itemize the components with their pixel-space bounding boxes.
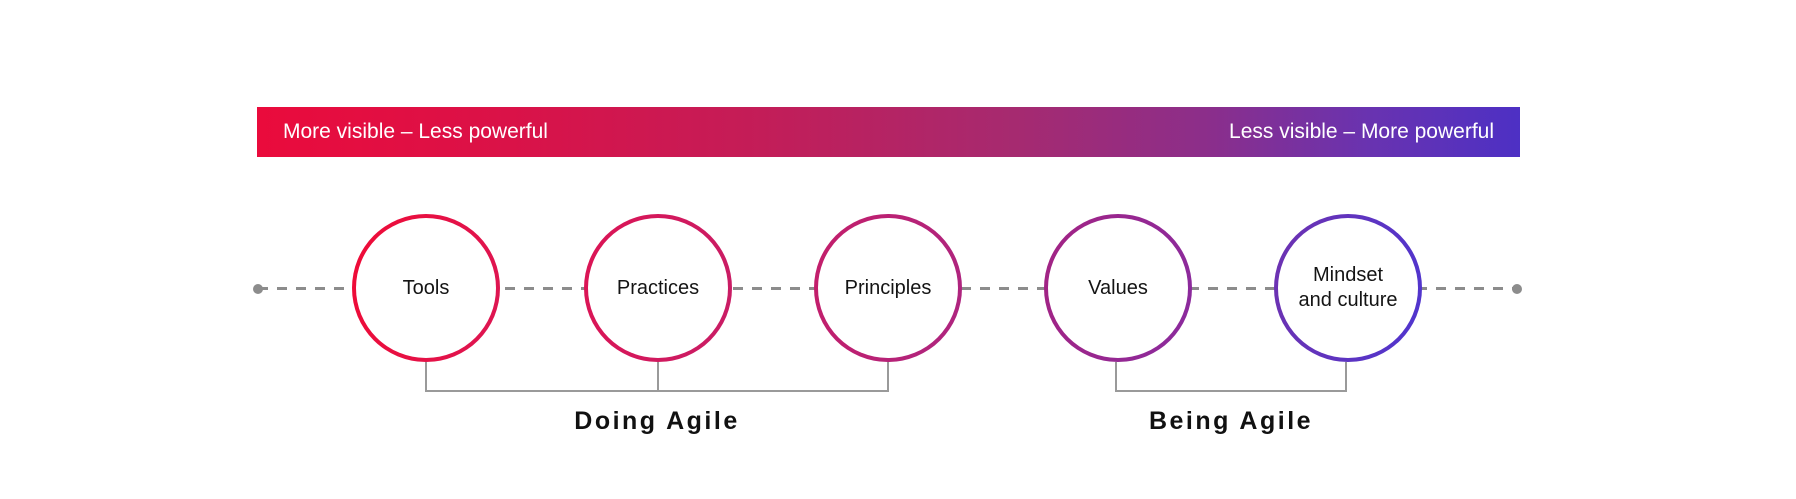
circle-principles-face: Principles [818, 218, 958, 358]
banner-left-label: More visible – Less powerful [283, 120, 548, 143]
axis-left-endpoint-dot [253, 284, 263, 294]
circle-values-face: Values [1048, 218, 1188, 358]
banner-right-label: Less visible – More powerful [1229, 120, 1494, 143]
circle-principles-label: Principles [844, 276, 932, 299]
doing-agile-label: Doing Agile [574, 407, 740, 435]
circle-tools-face: Tools [356, 218, 496, 358]
being-agile-bracket [1115, 362, 1347, 392]
circle-values: Values [1044, 214, 1192, 362]
circle-mindset-and-culture: Mindset and culture [1274, 214, 1422, 362]
circle-values-label: Values [1088, 276, 1148, 299]
gradient-banner: More visible – Less powerful Less visibl… [257, 107, 1520, 157]
being-agile-label: Being Agile [1148, 407, 1314, 435]
circle-tools: Tools [352, 214, 500, 362]
circle-tools-label: Tools [402, 276, 450, 299]
circle-practices-face: Practices [588, 218, 728, 358]
circle-practices-label: Practices [616, 276, 700, 299]
doing-agile-bracket-middle-stub [657, 362, 659, 392]
axis-right-endpoint-dot [1512, 284, 1522, 294]
circle-principles: Principles [814, 214, 962, 362]
circle-mindset-and-culture-label: Mindset and culture [1298, 264, 1398, 311]
circle-mindset-and-culture-face: Mindset and culture [1278, 218, 1418, 358]
circle-practices: Practices [584, 214, 732, 362]
